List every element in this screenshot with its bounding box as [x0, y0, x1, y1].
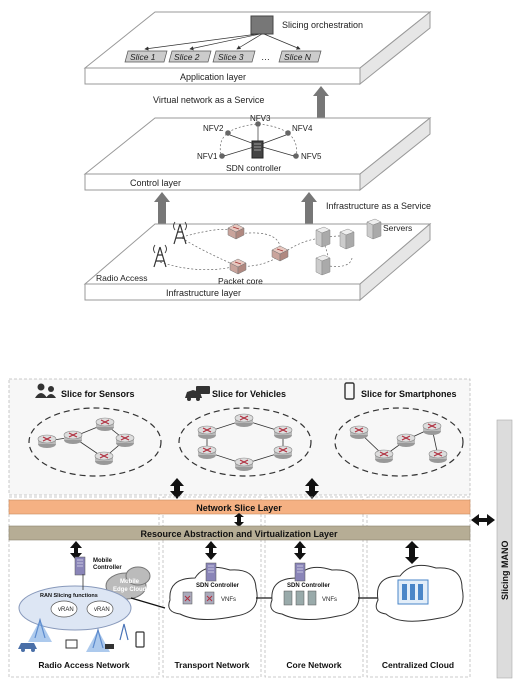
nfv3-label: NFV3: [250, 114, 271, 123]
resource-layer-bar: [8, 525, 471, 541]
smartphone-icon: [344, 382, 355, 400]
nfv-ring: [219, 121, 299, 159]
router-icon: [273, 445, 293, 460]
router-icon: [396, 433, 416, 448]
vnaas-label: Virtual network as a Service: [153, 95, 264, 105]
car-icon: [18, 643, 37, 652]
core-vnfs-label: VNFs: [322, 597, 337, 603]
domain-columns: [8, 496, 471, 678]
slice-boxes: [124, 50, 322, 63]
router-icon: [37, 434, 57, 449]
slice-ellipsis: …: [261, 52, 270, 62]
core-vnf-icons: [283, 590, 317, 606]
mobile-edge-cloud-label-1: Mobile: [120, 579, 140, 585]
router-icon: [428, 449, 448, 464]
core-sdn-controller-label: SDN Controller: [287, 583, 331, 589]
router-icon: [234, 457, 254, 472]
vran-1-label: vRAN: [58, 607, 74, 613]
router-icon: [422, 421, 442, 436]
domain-arrows: [70, 541, 419, 564]
router-icon: [234, 413, 254, 428]
nfv4-label: NFV4: [292, 124, 313, 133]
mano-double-arrow: [471, 514, 495, 526]
orchestration-label: Slicing orchestration: [282, 20, 363, 30]
resource-layer-label: Resource Abstraction and Virtualization …: [140, 529, 338, 539]
network-slice-layer-label: Network Slice Layer: [196, 503, 282, 513]
nfv5-label: NFV5: [301, 152, 322, 161]
iaas-label: Infrastructure as a Service: [326, 201, 431, 211]
transport-vnfs-label: VNFs: [221, 597, 236, 603]
centralized-cloud-icon: [375, 564, 464, 622]
servers-label: Servers: [383, 223, 412, 233]
tv-icon: [65, 639, 78, 649]
router-icon: [197, 445, 217, 460]
server-icon: [339, 228, 355, 250]
slice-vehicles-label: Slice for Vehicles: [212, 389, 286, 399]
ran-slicing-label: RAN Slicing functions: [40, 593, 98, 599]
domain-ran-label: Radio Access Network: [38, 660, 130, 670]
router-icon: [94, 451, 114, 466]
infrastructure-layer-label: Infrastructure layer: [166, 288, 241, 298]
vran-bubble: [86, 600, 114, 618]
mobile-edge-cloud-label-2: Edge Cloud: [113, 587, 147, 593]
slice-n-label: Slice N: [284, 52, 312, 62]
transport-vnf-icons: [182, 591, 215, 605]
sdn-controller-label: SDN controller: [226, 163, 281, 173]
router-icon: [374, 449, 394, 464]
router-icon: [349, 425, 369, 440]
control-layer-label: Control layer: [130, 178, 181, 188]
mobile-controller-icon: [74, 556, 86, 576]
mobile-controller-label-1: Mobile: [93, 558, 113, 564]
nfv1-label: NFV1: [197, 152, 218, 161]
server-icon: [315, 226, 331, 248]
sdn-controller-server-icon: [205, 562, 217, 582]
vehicles-icon: [185, 386, 210, 401]
double-arrow-right: [305, 478, 319, 499]
mobile-controller-label-2: Controller: [93, 565, 122, 571]
vran-bubble: [50, 600, 78, 618]
domain-cloud-label: Centralized Cloud: [382, 660, 454, 670]
smartphones-slice-ellipse: [334, 407, 464, 477]
sensors-slice-ellipse: [28, 407, 162, 477]
router-icon: [197, 425, 217, 440]
server-icon: [315, 254, 331, 276]
router-icon: [63, 430, 83, 445]
nfv2-label: NFV2: [203, 124, 224, 133]
radio-access-label: Radio Access: [96, 273, 148, 283]
slice-smartphones-label: Slice for Smartphones: [361, 389, 457, 399]
sdn-controller-icon: [251, 140, 264, 159]
vran-2-label: vRAN: [94, 607, 110, 613]
sdn-controller-server-icon: [294, 562, 306, 582]
camera-icon: [105, 644, 114, 649]
domain-transport-label: Transport Network: [174, 660, 249, 670]
orchestration-box: [250, 15, 274, 35]
packet-core-label: Packet core: [218, 276, 263, 286]
sensors-icon: [35, 383, 56, 398]
server-icon: [366, 218, 382, 240]
slicing-mano-label: Slicing MANO: [500, 540, 510, 600]
slice-1-label: Slice 1: [130, 52, 156, 62]
router-icon: [95, 417, 115, 432]
slice-sensors-label: Slice for Sensors: [61, 389, 135, 399]
application-layer-label: Application layer: [180, 72, 246, 82]
double-arrow-middle: [234, 513, 244, 527]
transport-sdn-controller-label: SDN Controller: [196, 583, 240, 589]
slicing-mano-bar: [496, 419, 513, 679]
domain-core-label: Core Network: [286, 660, 342, 670]
phone-icon: [135, 631, 145, 648]
router-icon: [115, 433, 135, 448]
double-arrow-left: [170, 478, 184, 499]
vehicles-slice-ellipse: [178, 407, 312, 477]
slice-2-label: Slice 2: [174, 52, 200, 62]
router-icon: [273, 425, 293, 440]
slice-3-label: Slice 3: [218, 52, 244, 62]
